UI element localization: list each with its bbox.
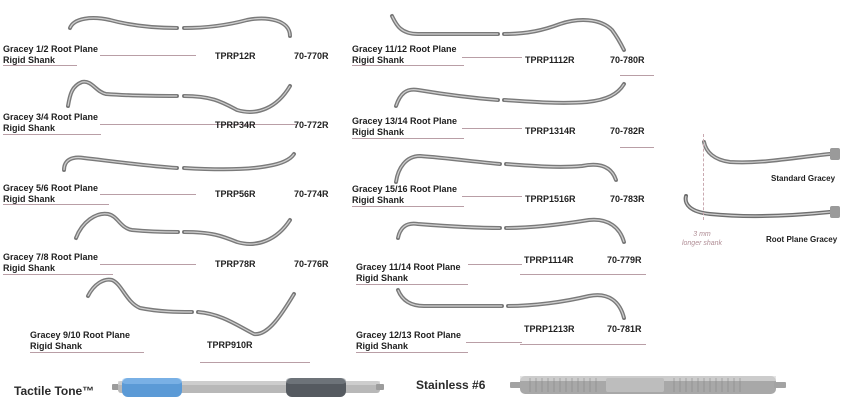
- catalog-number: 70-772R: [294, 120, 329, 130]
- instrument-subtitle: Rigid Shank: [3, 55, 56, 65]
- divider-rule: [462, 196, 522, 197]
- divider-rule: [356, 352, 468, 353]
- product-code: TPRP1516R: [525, 194, 576, 204]
- instrument-name: Gracey 3/4 Root Plane: [3, 112, 99, 122]
- catalog-number: 70-783R: [610, 194, 645, 204]
- divider-rule: [462, 128, 522, 129]
- instrument-name: Gracey 11/12 Root Plane: [352, 44, 457, 54]
- instrument-subtitle: Rigid Shank: [352, 195, 405, 205]
- catalog-number: 70-782R: [610, 126, 645, 136]
- tactile-tone-label: Tactile Tone™: [14, 384, 95, 398]
- product-code: TPRP1314R: [525, 126, 576, 136]
- instrument-subtitle: Rigid Shank: [3, 194, 56, 204]
- product-code: TPRP910R: [207, 340, 253, 350]
- product-code: TPRP78R: [215, 259, 256, 269]
- instrument-name: Gracey 12/13 Root Plane: [356, 330, 462, 340]
- divider-rule: [100, 194, 196, 195]
- curette-image: [392, 82, 652, 122]
- divider-rule: [100, 124, 296, 125]
- product-code: TPRP34R: [215, 120, 256, 130]
- curette-image: [72, 210, 312, 250]
- standard-gracey-label: Standard Gracey: [771, 174, 836, 183]
- instrument-name: Gracey 1/2 Root Plane: [3, 44, 99, 54]
- product-code: TPRP1114R: [524, 255, 574, 265]
- instrument-name: Gracey 11/14 Root Plane: [356, 262, 461, 272]
- instrument-name: Gracey 7/8 Root Plane: [3, 252, 99, 262]
- catalog-number: 70-780R: [610, 55, 645, 65]
- curette-image: [62, 76, 302, 116]
- divider-rule: [462, 57, 522, 58]
- catalog-number: 70-781R: [607, 324, 642, 334]
- curette-image: [58, 150, 298, 184]
- curette-image: [392, 148, 652, 188]
- divider-rule: [100, 55, 196, 56]
- instrument-name: Gracey 13/14 Root Plane: [352, 116, 458, 126]
- instrument-name: Gracey 5/6 Root Plane: [3, 183, 99, 193]
- divider-rule: [620, 75, 654, 76]
- shank-length-note: 3 mm longer shank: [681, 231, 723, 247]
- divider-rule: [466, 342, 522, 343]
- divider-rule: [200, 362, 310, 363]
- divider-rule: [3, 204, 109, 205]
- curette-image: [388, 10, 648, 54]
- divider-rule: [620, 147, 654, 148]
- instrument-subtitle: Rigid Shank: [3, 123, 56, 133]
- divider-rule: [352, 206, 464, 207]
- divider-rule: [100, 264, 196, 265]
- divider-rule: [468, 264, 522, 265]
- divider-rule: [352, 138, 464, 139]
- instrument-subtitle: Rigid Shank: [352, 127, 405, 137]
- product-code: TPRP1213R: [524, 324, 575, 334]
- root-plane-gracey-image: [680, 190, 840, 230]
- product-code: TPRP12R: [215, 51, 256, 61]
- product-code: TPRP1112R: [525, 55, 575, 65]
- catalog-number: 70-770R: [294, 51, 329, 61]
- divider-rule: [30, 352, 144, 353]
- divider-rule: [520, 274, 646, 275]
- curette-image: [82, 274, 322, 340]
- catalog-number: 70-774R: [294, 189, 329, 199]
- divider-rule: [3, 274, 113, 275]
- standard-gracey-image: [700, 136, 840, 176]
- divider-rule: [520, 344, 646, 345]
- divider-rule: [352, 65, 464, 66]
- curette-image: [394, 212, 654, 252]
- catalog-number: 70-776R: [294, 259, 329, 269]
- shank-length-guide: [703, 134, 704, 220]
- tactile-tone-handle: [112, 374, 384, 402]
- divider-rule: [3, 65, 77, 66]
- instrument-name: Gracey 15/16 Root Plane: [352, 184, 458, 194]
- divider-rule: [356, 284, 468, 285]
- stainless-handle: [510, 370, 790, 400]
- instrument-subtitle: Rigid Shank: [30, 341, 83, 351]
- instrument-subtitle: Rigid Shank: [3, 263, 56, 273]
- instrument-subtitle: Rigid Shank: [356, 341, 409, 351]
- instrument-name: Gracey 9/10 Root Plane: [30, 330, 131, 340]
- curette-image: [394, 284, 654, 324]
- catalog-number: 70-779R: [607, 255, 642, 265]
- root-plane-gracey-label: Root Plane Gracey: [766, 235, 838, 244]
- curette-image: [62, 10, 302, 44]
- instrument-subtitle: Rigid Shank: [352, 55, 405, 65]
- instrument-subtitle: Rigid Shank: [356, 273, 409, 283]
- stainless-label: Stainless #6: [416, 378, 486, 392]
- divider-rule: [3, 134, 101, 135]
- product-code: TPRP56R: [215, 189, 256, 199]
